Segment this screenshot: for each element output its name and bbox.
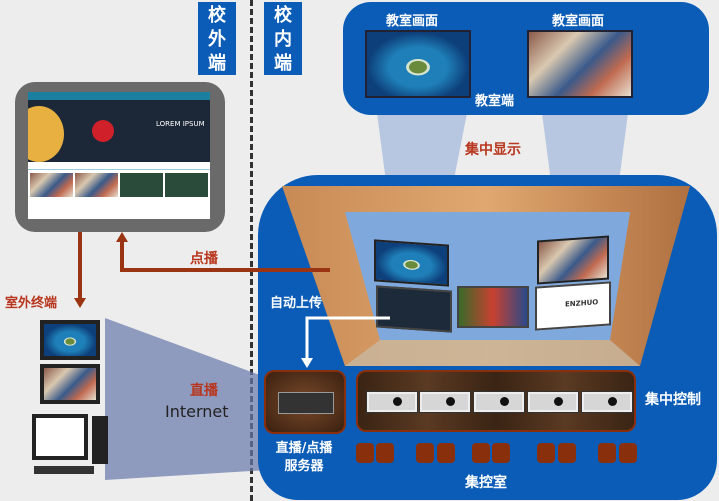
planet-icon	[28, 106, 64, 162]
thumbnail	[75, 173, 118, 197]
off-campus-label: 校外端	[198, 2, 236, 75]
control-unit	[527, 391, 579, 413]
server-label-line2: 服务器	[284, 459, 324, 474]
control-unit	[366, 391, 418, 413]
chair	[437, 443, 455, 463]
classroom-image-island	[365, 30, 471, 98]
divider-line	[250, 0, 253, 501]
classroom-view-label-2: 教室画面	[552, 14, 605, 29]
chair	[492, 443, 510, 463]
classroom-end-label: 教室端	[475, 94, 515, 109]
on-demand-label: 点播	[190, 251, 218, 267]
server	[264, 370, 346, 434]
central-display-label: 集中显示	[465, 142, 521, 158]
moon-icon	[92, 120, 114, 142]
computer-terminal	[30, 314, 110, 478]
website-thumbnails	[28, 170, 210, 200]
classroom-view-label-1: 教室画面	[386, 14, 439, 29]
control-room-label: 集控室	[465, 475, 507, 491]
chair	[472, 443, 490, 463]
server-label: 直播/点播服务器	[268, 440, 340, 476]
chair	[356, 443, 374, 463]
server-rack-icon	[278, 392, 334, 414]
off-campus-text: 校外端	[208, 5, 226, 74]
wall-floor	[345, 340, 640, 366]
control-unit	[473, 391, 525, 413]
classroom-image-students	[527, 30, 633, 98]
thumbnail	[120, 173, 163, 197]
terminal-screen-2	[40, 364, 100, 404]
thumbnail	[30, 173, 73, 197]
internet-label: Internet	[165, 402, 229, 421]
terminal-screen-1	[40, 320, 100, 360]
chair	[598, 443, 616, 463]
website-screen: LOREM IPSUM	[28, 92, 210, 219]
internet-beam	[105, 318, 268, 480]
central-control-label: 集中控制	[645, 392, 701, 408]
on-demand-arrow-line	[120, 240, 330, 272]
website-nav	[28, 92, 210, 100]
control-unit	[581, 391, 633, 413]
control-unit	[419, 391, 471, 413]
auto-upload-label: 自动上传	[270, 296, 323, 311]
terminal-screen-3	[32, 414, 88, 460]
chair	[416, 443, 434, 463]
chair	[537, 443, 555, 463]
on-campus-label: 校内端	[264, 2, 302, 75]
website-banner: LOREM IPSUM	[28, 100, 210, 162]
terminal-keyboard	[34, 466, 94, 474]
chair	[619, 443, 637, 463]
website-tabs	[28, 162, 210, 170]
wall-screen-4	[457, 286, 529, 328]
chair	[376, 443, 394, 463]
chair	[558, 443, 576, 463]
on-campus-text: 校内端	[274, 5, 292, 74]
thumbnail	[165, 173, 208, 197]
banner-title: LOREM IPSUM	[156, 120, 205, 128]
server-label-line1: 直播/点播	[275, 441, 333, 456]
live-label: 直播	[190, 383, 218, 399]
terminal-tower	[92, 416, 108, 464]
outdoor-terminal-label: 室外终端	[5, 296, 58, 311]
